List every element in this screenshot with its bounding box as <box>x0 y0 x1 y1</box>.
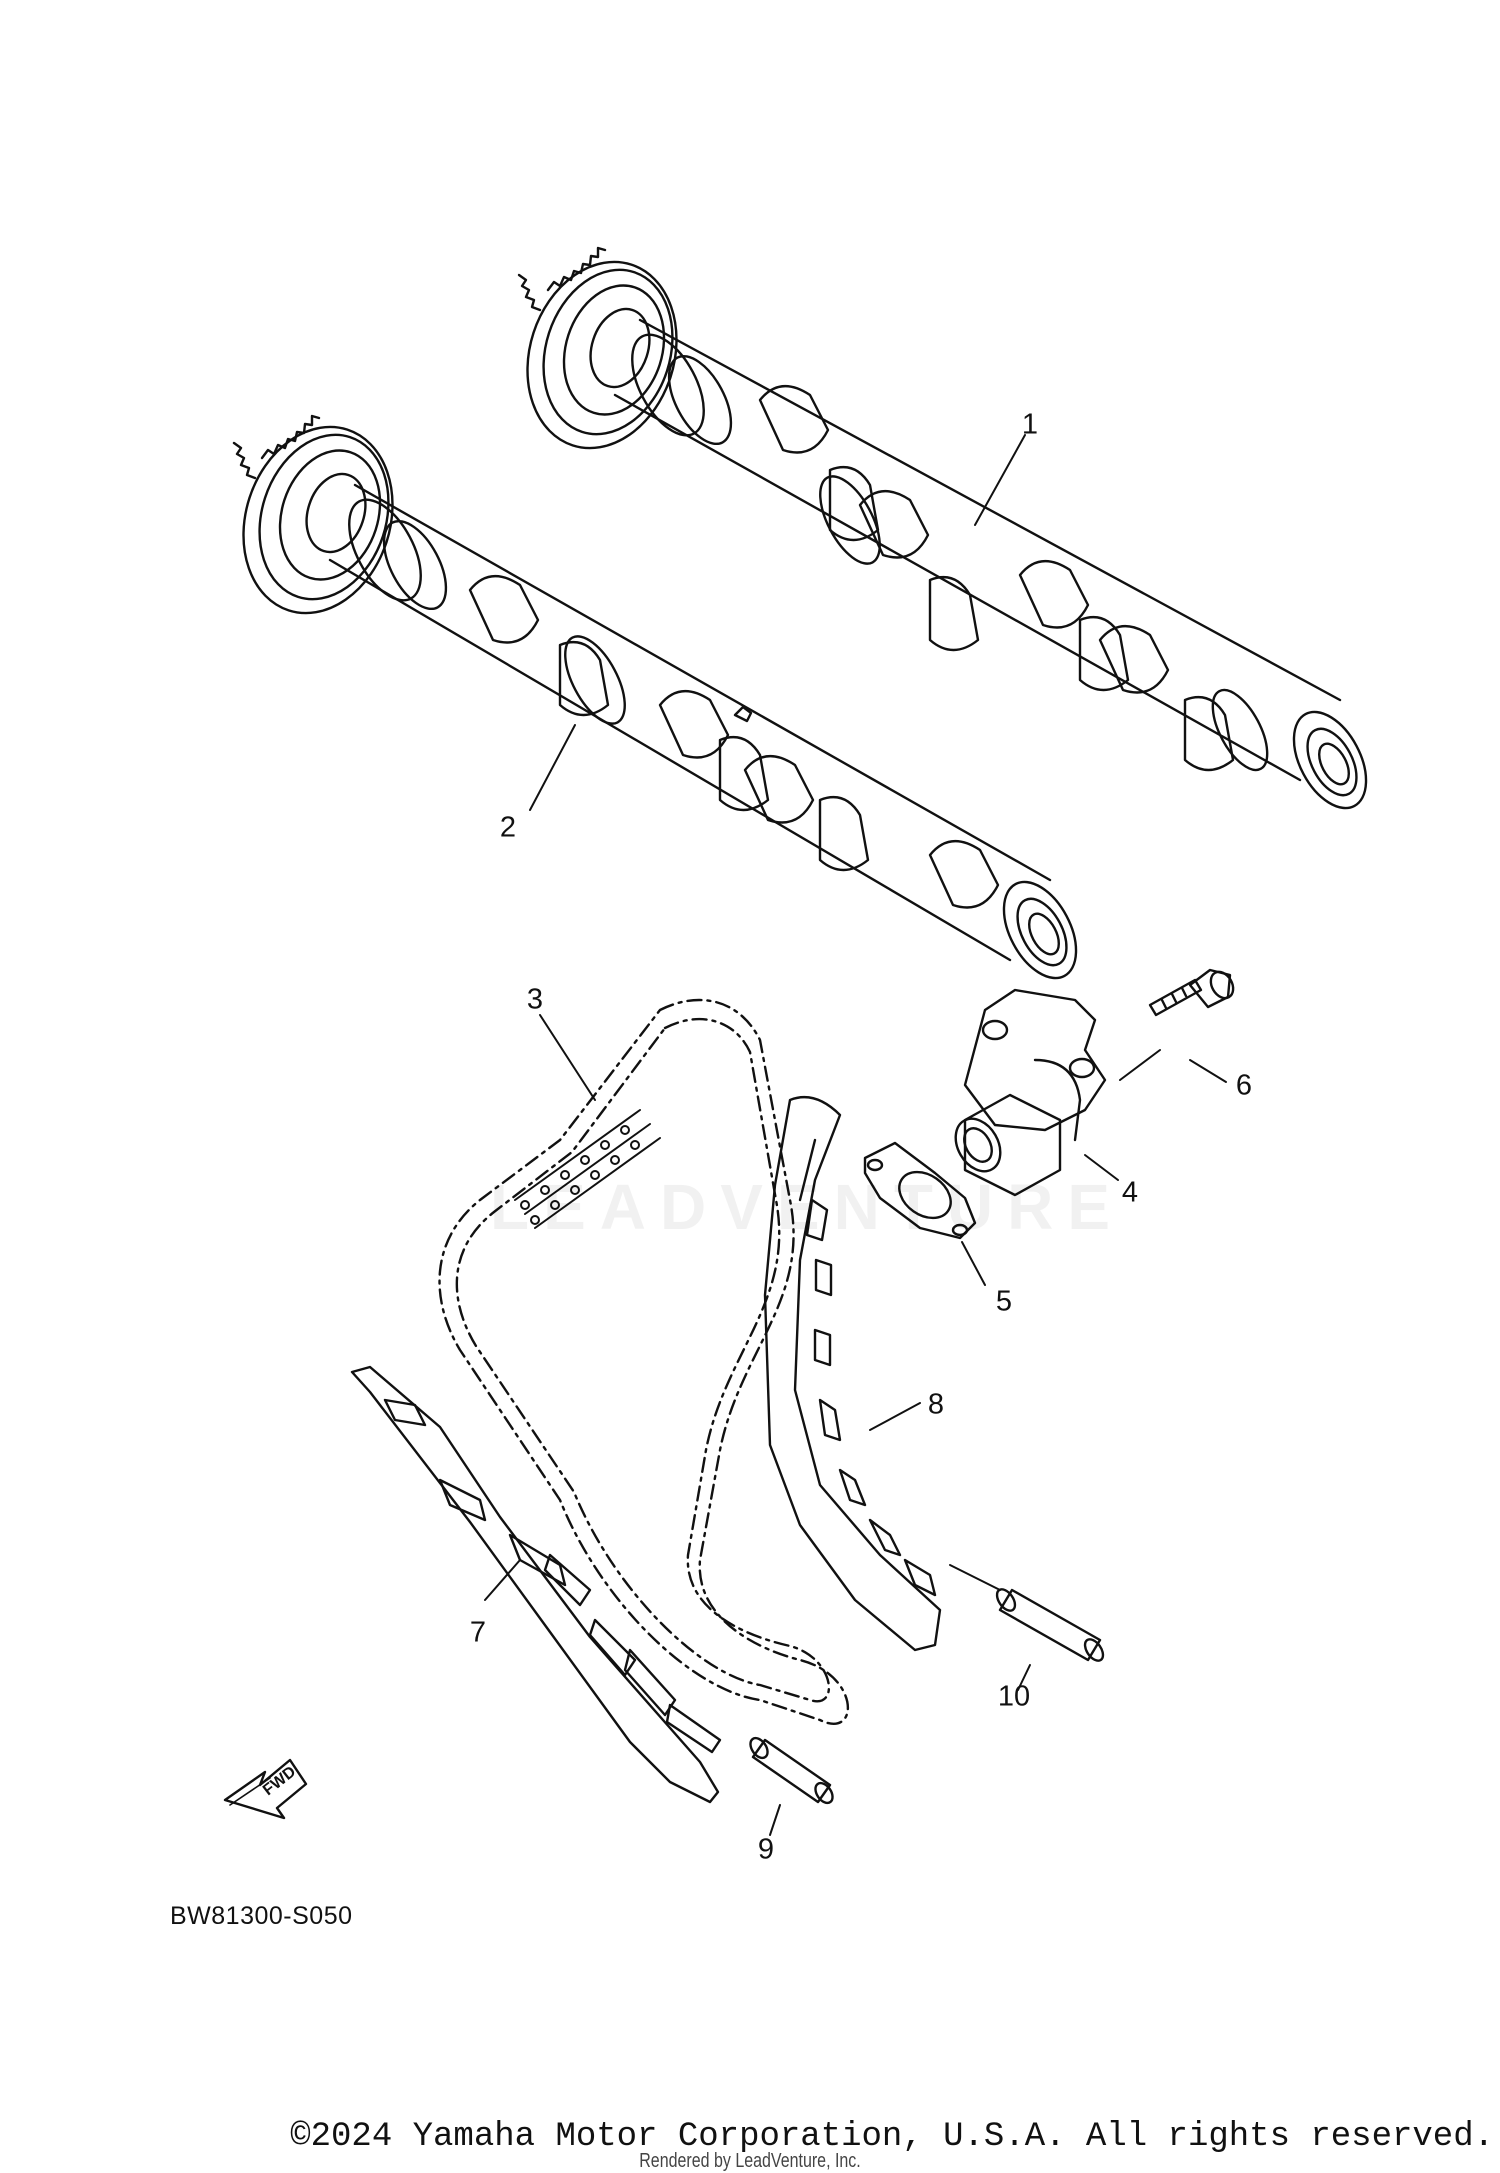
callout-6[interactable]: 6 <box>1235 1069 1253 1102</box>
camshaft-1-sprocket <box>517 246 678 450</box>
callout-2[interactable]: 2 <box>499 811 517 844</box>
pin-9[interactable] <box>747 1735 836 1806</box>
callout-4[interactable]: 4 <box>1121 1176 1139 1209</box>
pin-10[interactable] <box>993 1586 1106 1664</box>
callout-3[interactable]: 3 <box>526 983 544 1016</box>
watermark: LEADVENTURE <box>490 1171 1125 1243</box>
camshaft-2[interactable] <box>220 407 1091 990</box>
fwd-arrow-icon <box>223 1758 308 1820</box>
callout-10[interactable]: 10 <box>997 1680 1031 1713</box>
callout-1[interactable]: 1 <box>1021 408 1039 441</box>
chain-guide[interactable] <box>350 1365 722 1804</box>
copyright: ©2024 Yamaha Motor Corporation, U.S.A. A… <box>290 2118 1494 2156</box>
callout-9[interactable]: 9 <box>757 1833 775 1866</box>
rendered-by: Rendered by LeadVenture, Inc. <box>639 2150 861 2172</box>
leader-lines <box>484 434 1227 1836</box>
chain-links <box>514 1109 661 1229</box>
tensioner-guide[interactable] <box>763 1095 942 1652</box>
bolt[interactable] <box>1148 968 1238 1017</box>
diagram-code: BW81300-S050 <box>170 1902 353 1930</box>
timing-chain[interactable] <box>438 998 850 1725</box>
chain-tensioner[interactable] <box>947 988 1107 1197</box>
callout-8[interactable]: 8 <box>927 1388 945 1421</box>
camshaft-1[interactable] <box>504 242 1381 820</box>
callout-5[interactable]: 5 <box>995 1285 1013 1318</box>
camshaft-2-sprocket <box>232 414 394 615</box>
callout-7[interactable]: 7 <box>469 1616 487 1649</box>
tensioner-gasket[interactable] <box>863 1141 977 1240</box>
